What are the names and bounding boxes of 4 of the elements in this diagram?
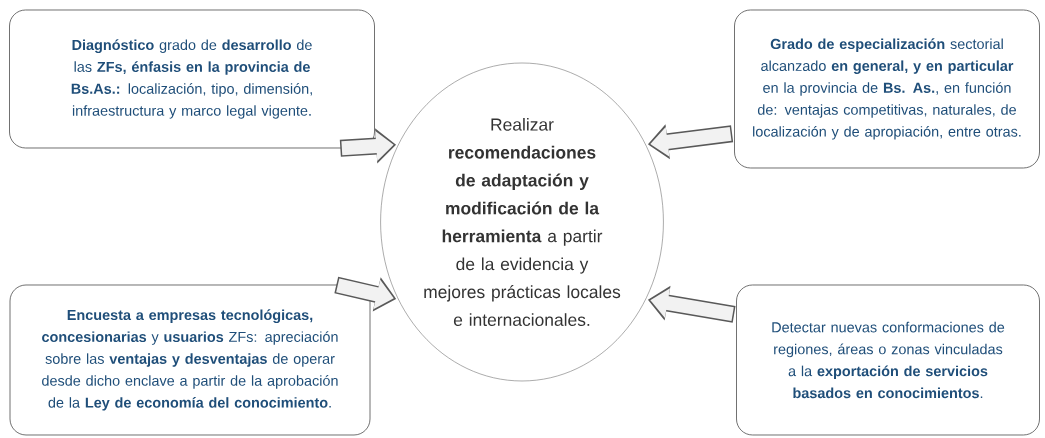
text-box: Detectar nuevas conformaciones de regiones, áreas o zonas vinculadas a la exportación de servicios basados en conocimientos. <box>736 284 1040 436</box>
text-box: Grado de especialización sectorial alcanzado en general, y en particular en la provincia de Bs. As., en función de: ventajas competitivas, naturales, de localización y de apropiación, entre otras. <box>734 9 1040 169</box>
text-box: Encuesta a empresas tecnológicas, concesionarias y usuarios ZFs: apreciación sobre las ventajas y desventajas de operar desde dicho enclave a partir de la aprobación de la Ley de economía del conocimiento. <box>9 284 371 436</box>
text-box: Diagnóstico grado de desarrollo de las ZFs, énfasis en la provincia de Bs.As.: localización, tipo, dimensión, infraestructura y marco legal vigente. <box>9 9 375 149</box>
